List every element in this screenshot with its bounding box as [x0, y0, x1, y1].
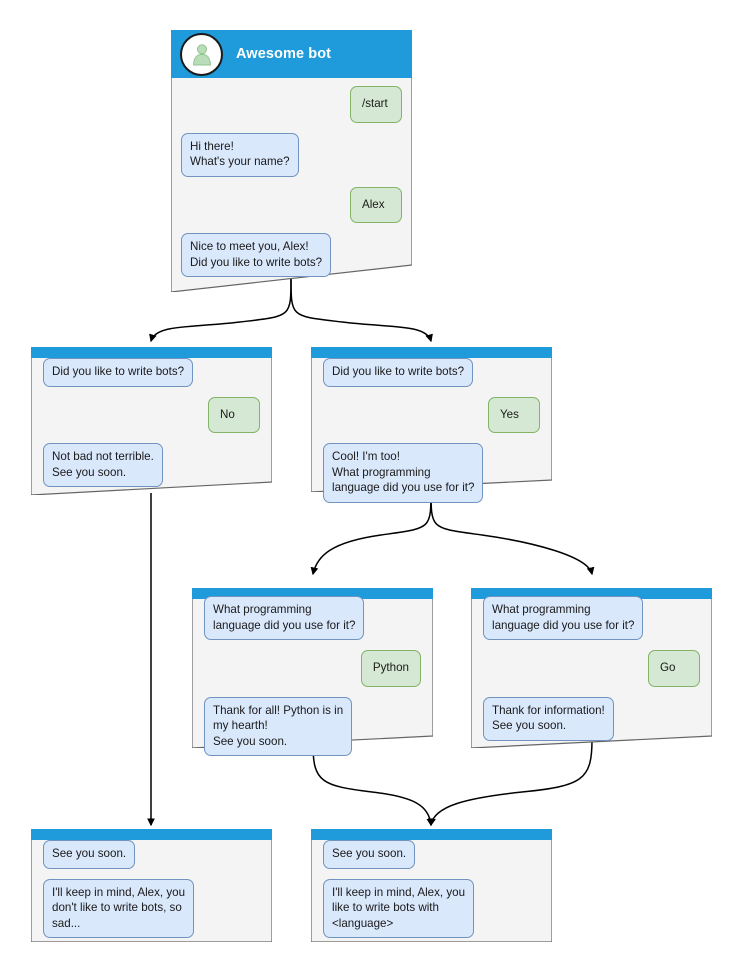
card-branch-no-header — [31, 347, 272, 358]
message-row: Go — [483, 650, 700, 687]
message-row: See you soon. — [43, 840, 260, 869]
edge-go-to-end-happy — [428, 739, 593, 827]
user-message-bubble[interactable]: /start — [350, 86, 402, 123]
card-branch-no-messages: Did you like to write bots? No Not bad n… — [31, 358, 272, 497]
card-branch-go[interactable]: What programming language did you use fo… — [471, 588, 712, 748]
bot-message-bubble[interactable]: See you soon. — [43, 840, 136, 869]
card-branch-go-messages: What programming language did you use fo… — [471, 596, 712, 751]
card-end-happy[interactable]: See you soon. I'll keep in mind, Alex, y… — [311, 829, 552, 942]
card-branch-python-header — [192, 588, 433, 599]
bot-message-bubble[interactable]: Thank for all! Python is in my hearth! S… — [204, 696, 353, 756]
bot-message-bubble[interactable]: Not bad not terrible. See you soon. — [43, 443, 163, 487]
message-row: Not bad not terrible. See you soon. — [43, 443, 260, 487]
bot-message-bubble[interactable]: Nice to meet you, Alex! Did you like to … — [181, 233, 332, 277]
card-branch-yes-header — [311, 347, 552, 358]
message-row: Python — [204, 650, 421, 687]
card-branch-no[interactable]: Did you like to write bots? No Not bad n… — [31, 347, 272, 495]
card-end-happy-header — [311, 829, 552, 840]
card-end-happy-messages: See you soon. I'll keep in mind, Alex, y… — [311, 840, 552, 948]
card-root-messages: /start Hi there! What's your name? Alex … — [171, 86, 412, 287]
card-end-sad[interactable]: See you soon. I'll keep in mind, Alex, y… — [31, 829, 272, 942]
message-row: Thank for all! Python is in my hearth! S… — [204, 696, 421, 756]
card-end-sad-header — [31, 829, 272, 840]
user-message-bubble[interactable]: Go — [648, 650, 700, 687]
user-message-bubble[interactable]: Python — [360, 650, 421, 687]
card-branch-python[interactable]: What programming language did you use fo… — [192, 588, 433, 756]
bot-message-bubble[interactable]: Did you like to write bots? — [323, 358, 474, 387]
card-branch-yes-messages: Did you like to write bots? Yes Cool! I'… — [311, 358, 552, 513]
person-icon — [180, 32, 223, 76]
message-row: Cool! I'm too! What programming language… — [323, 443, 540, 503]
message-row: Yes — [323, 396, 540, 433]
message-row: Nice to meet you, Alex! Did you like to … — [181, 233, 402, 277]
card-branch-python-messages: What programming language did you use fo… — [192, 596, 433, 766]
bot-message-bubble[interactable]: Did you like to write bots? — [43, 358, 194, 387]
message-row: Thank for information! See you soon. — [483, 696, 700, 741]
bot-message-bubble[interactable]: I'll keep in mind, Alex, you like to wri… — [323, 878, 475, 938]
bot-message-bubble[interactable]: Cool! I'm too! What programming language… — [323, 443, 484, 503]
message-row: See you soon. — [323, 840, 540, 869]
bot-name-label: Awesome bot — [236, 46, 332, 62]
card-branch-yes[interactable]: Did you like to write bots? Yes Cool! I'… — [311, 347, 552, 503]
message-row: /start — [181, 86, 402, 123]
bot-message-bubble[interactable]: See you soon. — [323, 840, 416, 869]
bot-message-bubble[interactable]: Hi there! What's your name? — [181, 132, 299, 177]
message-row: I'll keep in mind, Alex, you like to wri… — [323, 878, 540, 938]
user-message-bubble[interactable]: Yes — [488, 396, 540, 433]
message-row: Did you like to write bots? — [323, 358, 540, 387]
bot-message-bubble[interactable]: What programming language did you use fo… — [483, 596, 644, 640]
message-row: No — [43, 396, 260, 433]
message-row: Alex — [181, 186, 402, 223]
message-row: What programming language did you use fo… — [483, 596, 700, 640]
message-row: Did you like to write bots? — [43, 358, 260, 387]
user-message-bubble[interactable]: No — [208, 396, 260, 433]
message-row: I'll keep in mind, Alex, you don't like … — [43, 878, 260, 938]
user-message-bubble[interactable]: Alex — [350, 186, 402, 223]
message-row: What programming language did you use fo… — [204, 596, 421, 640]
card-root[interactable]: Awesome bot /start Hi there! What's your… — [171, 30, 412, 292]
bot-message-bubble[interactable]: Thank for information! See you soon. — [483, 696, 614, 741]
card-root-header: Awesome bot — [171, 30, 412, 78]
bot-message-bubble[interactable]: What programming language did you use fo… — [204, 596, 365, 640]
message-row: Hi there! What's your name? — [181, 132, 402, 177]
bot-message-bubble[interactable]: I'll keep in mind, Alex, you don't like … — [43, 878, 195, 938]
card-branch-go-header — [471, 588, 712, 599]
card-end-sad-messages: See you soon. I'll keep in mind, Alex, y… — [31, 840, 272, 948]
